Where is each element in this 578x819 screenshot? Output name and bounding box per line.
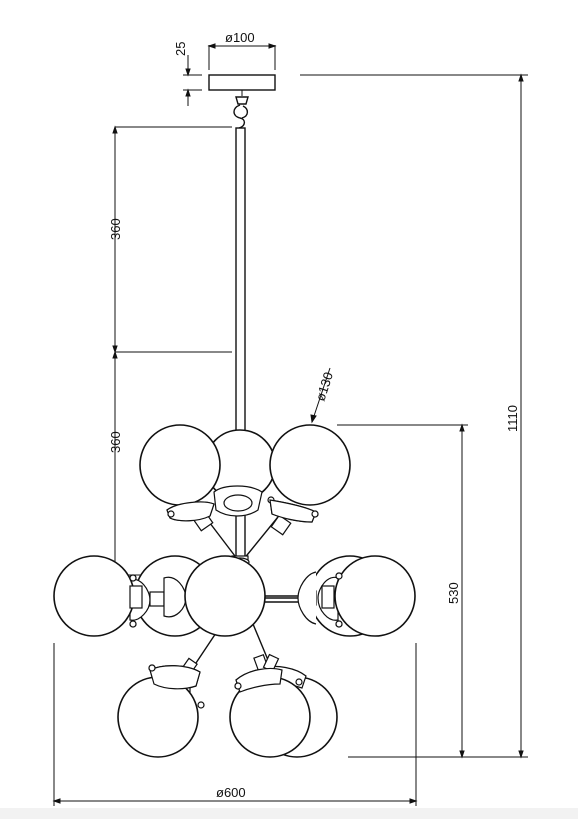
rod-upper-label: 360 (108, 218, 123, 240)
globe-left (53, 555, 135, 637)
globe-right (334, 555, 416, 637)
globe-diameter-label: ø130 (313, 370, 336, 403)
overall-diameter-label: ø600 (216, 785, 246, 800)
cluster-height-dimension: 530 (337, 423, 468, 759)
canopy-thickness-dimension: 25 (173, 42, 202, 106)
total-height-dimension: 1110 (300, 73, 528, 759)
front-globes (53, 424, 416, 758)
rod-upper-dimension: 360 (108, 125, 232, 354)
canopy-thickness-label: 25 (173, 42, 188, 56)
globe-bottom-left (117, 676, 199, 758)
globe-diameter-dimension: ø130 (310, 367, 336, 424)
globe-center (184, 555, 266, 637)
globe-top-left (139, 424, 221, 506)
canopy-diameter-dimension: ø100 (207, 30, 277, 70)
ceiling-canopy (208, 74, 276, 91)
page-bottom-band (0, 808, 578, 819)
overall-diameter-dimension: ø600 (52, 643, 418, 806)
total-height-label: 1110 (505, 405, 520, 432)
globe-top-right (269, 424, 351, 506)
suspension-hook (233, 90, 249, 129)
canopy-diameter-label: ø100 (225, 30, 255, 45)
front-connectors (129, 499, 343, 693)
cluster-height-label: 530 (446, 582, 461, 604)
rod-lower-label: 360 (108, 431, 123, 453)
